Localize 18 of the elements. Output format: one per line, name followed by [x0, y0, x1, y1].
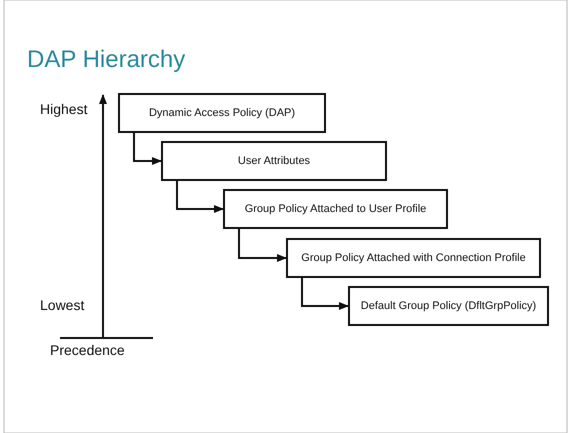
policy-box [348, 286, 549, 326]
policy-box [161, 141, 387, 181]
policy-label: Group Policy Attached with Connection Profile [301, 252, 526, 264]
policy-label: Default Group Policy (DfltGrpPolicy) [360, 300, 536, 312]
policy-box [118, 93, 326, 133]
slide-title: DAP Hierarchy [27, 46, 186, 74]
arrow [133, 133, 162, 165]
policy-label: Group Policy Attached to User Profile [244, 203, 426, 215]
arrow [176, 181, 224, 213]
policy-label: Dynamic Access Policy (DAP) [148, 107, 296, 119]
policy-label: User Attributes [238, 155, 310, 167]
axis-label: Precedence [50, 342, 125, 358]
arrow [301, 278, 349, 310]
axis-label: Lowest [40, 297, 84, 313]
axis-label: Highest [40, 101, 88, 117]
arrow [238, 229, 287, 262]
policy-box [286, 238, 541, 278]
policy-box [223, 189, 448, 229]
